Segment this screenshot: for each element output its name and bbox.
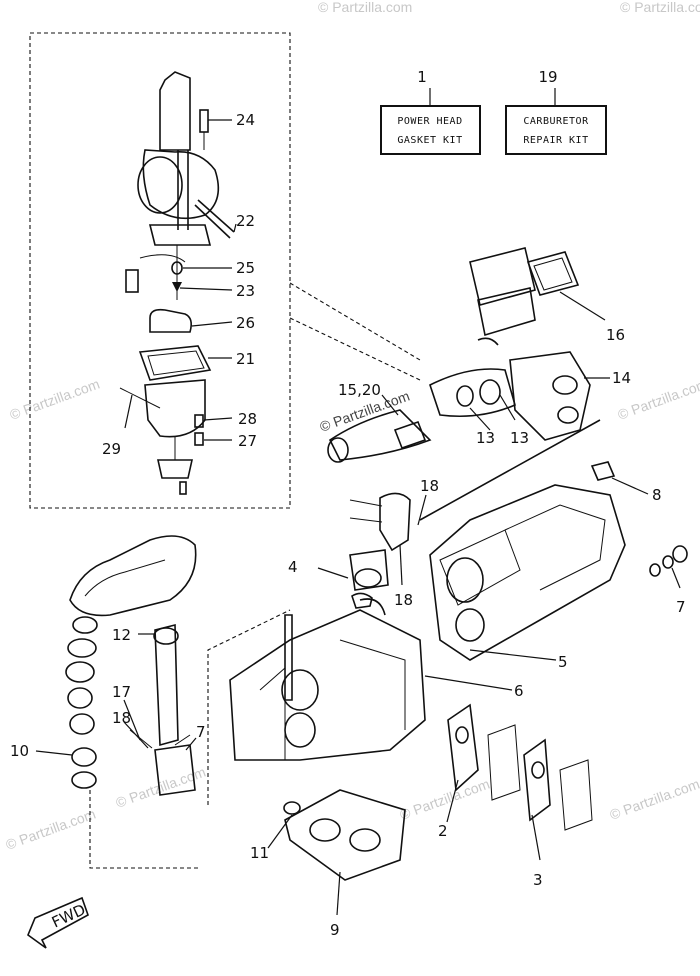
crankshaft-assembly: 12 17 18 7 10 bbox=[10, 535, 291, 869]
callout-24: 24 bbox=[236, 111, 255, 129]
watermark-left: © Partzilla.com bbox=[8, 376, 102, 423]
forward-direction-arrow: FWD bbox=[27, 896, 89, 949]
callout-14: 14 bbox=[612, 369, 631, 387]
callout-22: 22 bbox=[236, 212, 255, 230]
kit-label-line2: GASKET KIT bbox=[397, 135, 462, 146]
callout-7-left: 7 bbox=[196, 723, 206, 741]
callout-9: 9 bbox=[330, 921, 340, 939]
watermark-top-right: © Partzilla.com bbox=[620, 0, 700, 15]
carburetor-callouts: 24 22 25 23 26 21 28 27 29 bbox=[102, 111, 257, 458]
callout-18-left: 18 bbox=[112, 709, 131, 727]
callout-23: 23 bbox=[236, 282, 255, 300]
callout-28: 28 bbox=[238, 410, 257, 428]
callout-17: 17 bbox=[112, 683, 131, 701]
callout-5: 5 bbox=[558, 653, 568, 671]
callout-18-mid: 18 bbox=[394, 591, 413, 609]
watermark-bottom-right: © Partzilla.com bbox=[608, 776, 700, 823]
watermark-top: © Partzilla.com bbox=[318, 0, 412, 15]
callout-1: 1 bbox=[417, 68, 427, 86]
callout-10: 10 bbox=[10, 742, 29, 760]
watermark-bottom-far-left: © Partzilla.com bbox=[4, 806, 98, 853]
callout-16: 16 bbox=[606, 326, 625, 344]
kit-label-line1: POWER HEAD bbox=[397, 116, 462, 127]
callout-4: 4 bbox=[288, 558, 298, 576]
reed-valve-assembly: 16 bbox=[469, 247, 625, 346]
callout-6: 6 bbox=[514, 682, 524, 700]
kit-box-power-head: 1 POWER HEAD GASKET KIT bbox=[380, 68, 481, 155]
thermostat-cover-assembly: 8 18 4 18 bbox=[288, 461, 662, 609]
watermark-bottom-center: © Partzilla.com bbox=[398, 776, 492, 823]
intake-manifold-assembly: 14 15,20 13 13 bbox=[327, 351, 631, 463]
carburetor-group-box bbox=[29, 32, 421, 509]
callout-25: 25 bbox=[236, 259, 255, 277]
carburetor-assembly bbox=[119, 71, 235, 495]
kit-box-carburetor: 19 CARBURETOR REPAIR KIT bbox=[505, 68, 607, 155]
callout-13-right: 13 bbox=[510, 429, 529, 447]
fwd-label: FWD bbox=[49, 900, 88, 931]
callout-19: 19 bbox=[538, 68, 557, 86]
cylinder-head-assembly: 5 7 bbox=[419, 419, 688, 671]
callout-3: 3 bbox=[533, 871, 543, 889]
callout-8: 8 bbox=[652, 486, 662, 504]
callout-29: 29 bbox=[102, 440, 121, 458]
kit-label-line1: CARBURETOR bbox=[523, 116, 589, 127]
callout-11: 11 bbox=[250, 844, 269, 862]
callout-7-right: 7 bbox=[676, 598, 686, 616]
callout-13-left: 13 bbox=[476, 429, 495, 447]
cylinder-block-assembly: 6 bbox=[229, 598, 524, 761]
callout-26: 26 bbox=[236, 314, 255, 332]
exhaust-cover-assembly: 2 3 bbox=[438, 703, 593, 889]
callout-12: 12 bbox=[112, 626, 131, 644]
callout-21: 21 bbox=[236, 350, 255, 368]
callout-15-20: 15,20 bbox=[338, 381, 381, 399]
callout-27: 27 bbox=[238, 432, 257, 450]
kit-label-line2: REPAIR KIT bbox=[523, 135, 588, 146]
base-gasket-assembly: 11 9 bbox=[250, 789, 406, 939]
callout-2: 2 bbox=[438, 822, 448, 840]
watermarks: © Partzilla.com © Partzilla.com © Partzi… bbox=[4, 0, 700, 853]
callout-18-top: 18 bbox=[420, 477, 439, 495]
